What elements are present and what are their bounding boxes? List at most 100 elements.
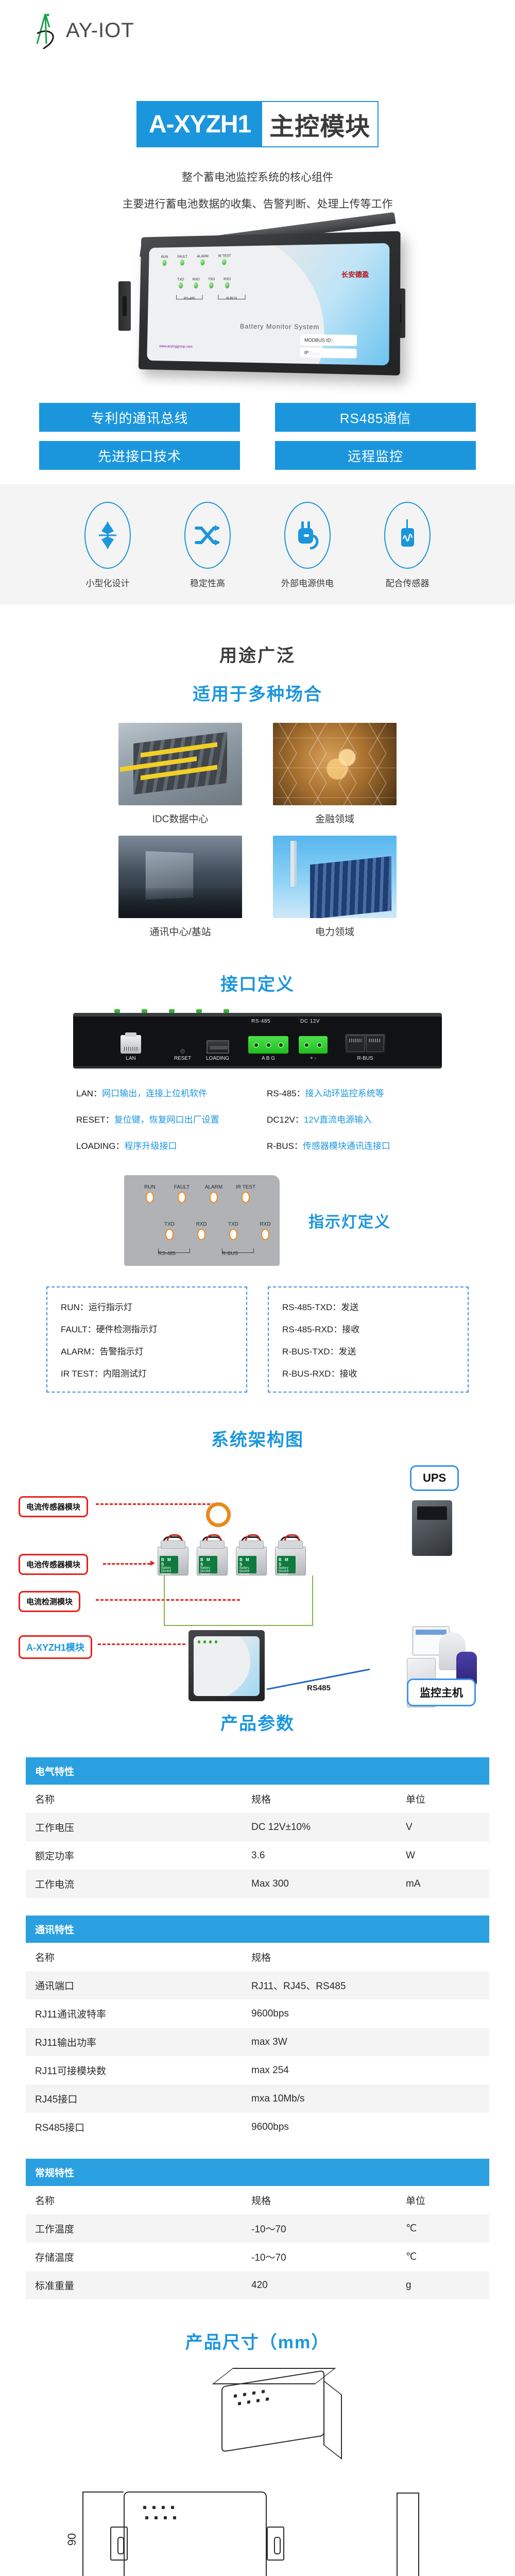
table-row: RJ11可接模块数 max 254 xyxy=(26,2056,489,2084)
interface-definition-row: R-BUS：传感器模块通讯连接口 xyxy=(267,1139,469,1151)
architecture-section: 系统架构图 UPS 电流传感器模块 电池传感器模块 电流检测模块 A-XYZH1… xyxy=(0,1426,515,1707)
led-dot-icon xyxy=(169,1009,175,1013)
table-section-header: 电气特性 xyxy=(26,1757,489,1785)
icon-feature-item: 配合传感器 xyxy=(369,502,446,589)
rs485-link-label: RS485 xyxy=(307,1684,331,1692)
led-label: TXD xyxy=(228,1222,238,1227)
table-header-row: 名称 规格 单位 xyxy=(26,1785,489,1813)
application-label: IDC数据中心 xyxy=(152,814,209,825)
table-row: 工作电压 DC 12V±10% V xyxy=(26,1813,489,1841)
device-comm-leds: TXD RXD TXD RXD xyxy=(177,278,231,289)
panel-top-leds xyxy=(114,1009,229,1013)
arch-tag-current-sensor: 电流传感器模块 xyxy=(19,1496,89,1517)
definition-value: 传感器模块通讯连接口 xyxy=(302,1141,390,1151)
sensor-icon xyxy=(384,502,431,569)
led-label: IR TEST xyxy=(217,254,231,258)
definition-key: R-BUS： xyxy=(267,1141,303,1151)
table-row: 标准重量 420 g xyxy=(26,2271,489,2299)
definition-key: LOADING： xyxy=(76,1141,125,1151)
led-bracket-rbus: R-BUS xyxy=(222,1248,254,1257)
led-label: TXD xyxy=(208,278,215,281)
device-website: www.anyinggroup.com xyxy=(159,345,193,349)
mount-bracket-left xyxy=(118,281,131,331)
device-bus-marks: RS-485 R-BUS xyxy=(176,295,246,300)
interface-definition-row: RS-485：接入动环监控系统等 xyxy=(267,1086,469,1099)
column-header: 规格 xyxy=(251,1953,271,1963)
cell-spec: -10～70 xyxy=(242,2214,397,2243)
column-header: 单位 xyxy=(406,1794,426,1805)
led-panel-row-status: RUN FAULT ALARM IR TEST xyxy=(139,1184,257,1203)
interface-definition-row: LAN：网口输出，连接上位机软件 xyxy=(76,1086,258,1099)
led-label: FAULT xyxy=(177,255,187,259)
product-subtitle-1: 整个蓄电池监控系统的核心组件 xyxy=(182,172,333,183)
led-dot-icon xyxy=(180,259,184,266)
cell-spec: max 254 xyxy=(251,2064,289,2076)
definition-value: 程序升级接口 xyxy=(124,1141,177,1151)
device-status-leds: RUN FAULT ALARM IR TEST xyxy=(161,255,231,266)
cell-unit: V xyxy=(397,1813,489,1841)
interface-definition-row: LOADING：程序升级接口 xyxy=(76,1139,258,1151)
cell-unit: ℃ xyxy=(397,2214,489,2243)
led-label: FAULT xyxy=(174,1184,190,1190)
icon-feature-label: 配合传感器 xyxy=(385,579,430,588)
cell-name: 工作电流 xyxy=(26,1870,242,1898)
led-definitions-left: RUN：运行指示灯 FAULT：硬件检测指示灯 ALARM：告警指示灯 IR T… xyxy=(46,1286,247,1393)
iso-led-dots xyxy=(238,2397,269,2405)
interface-definition-row: RESET：复位键，恢复网口出厂设置 xyxy=(76,1112,258,1125)
cell-spec: 420 xyxy=(242,2271,397,2299)
led-label: RUN xyxy=(161,255,168,259)
arch-dash-line xyxy=(98,1643,185,1645)
parameters-tables: 电气特性 名称 规格 单位 工作电压 DC 12V±10% V 额定功率 3.6… xyxy=(26,1757,489,2299)
feature-badge: RS485通信 xyxy=(275,403,476,432)
bracket-label: RS-485 xyxy=(158,1251,176,1257)
dim-height-value: 90 xyxy=(65,2533,79,2546)
device-label-fields: MODBUS ID： IP : . . . xyxy=(300,334,357,361)
lan-port: LAN xyxy=(121,1032,141,1061)
battery-cable-red xyxy=(245,1534,261,1541)
front-led-dots xyxy=(145,2516,176,2519)
bus-mark-label: RS-485 xyxy=(176,295,203,300)
column-header: 名称 xyxy=(35,1953,55,1963)
dim-height-line xyxy=(82,2492,83,2576)
cell-unit: g xyxy=(397,2271,489,2299)
led-panel-photo: RUN FAULT ALARM IR TEST TXD RXD TXD RXD … xyxy=(124,1175,280,1266)
led-dot-icon xyxy=(178,282,183,289)
arch-tag-main-module: A-XYZH1模块 xyxy=(19,1635,93,1659)
rbus-port: R-BUS xyxy=(345,1034,385,1061)
led-panel-row-comm: TXD RXD TXD RXD xyxy=(158,1222,277,1240)
cell-spec: max 3W xyxy=(242,2028,397,2056)
battery-cable-black xyxy=(280,1536,301,1544)
column-header: 规格 xyxy=(251,1794,271,1805)
led-dot-icon xyxy=(209,282,214,289)
interface-definition-row: DC12V：12V直流电源输入 xyxy=(267,1112,469,1125)
table-row: RS485接口 9600bps xyxy=(26,2113,489,2141)
led-label: RUN xyxy=(144,1184,156,1190)
table-row: 工作温度 -10～70 ℃ xyxy=(26,2214,489,2243)
definition-key: RESET： xyxy=(76,1115,114,1125)
led-dot-icon xyxy=(200,259,205,265)
bracket-label: R-BUS xyxy=(222,1251,238,1257)
usage-section: 用途广泛 适用于多种场合 IDC数据中心 金融领域 通讯中心/基站 电力领域 xyxy=(0,641,515,941)
cell-name: 通讯端口 xyxy=(26,1971,242,1999)
dim-height-tick xyxy=(82,2492,124,2493)
led-dot-icon xyxy=(193,282,198,289)
ups-tower-illustration xyxy=(412,1500,452,1556)
device-product-name: Battery Monitor System xyxy=(239,322,319,331)
led-label: RXD xyxy=(223,277,231,281)
reset-button-icon xyxy=(180,1049,185,1054)
column-header: 名称 xyxy=(35,2196,55,2207)
table-row: 通讯端口 RJ11、RJ45、RS485 xyxy=(26,1971,489,1999)
definition-value: 接入动环监控系统等 xyxy=(305,1089,384,1098)
led-definition-row: RS-485-TXD：发送 xyxy=(282,1302,359,1312)
loading-port: LOADING xyxy=(206,1040,229,1061)
interface-definitions: LAN：网口输出，连接上位机软件 RS-485：接入动环监控系统等 RESET：… xyxy=(46,1086,469,1151)
cell-name: 标准重量 xyxy=(26,2271,242,2299)
arch-wire xyxy=(164,1625,313,1626)
interface-heading: 接口定义 xyxy=(220,975,295,994)
